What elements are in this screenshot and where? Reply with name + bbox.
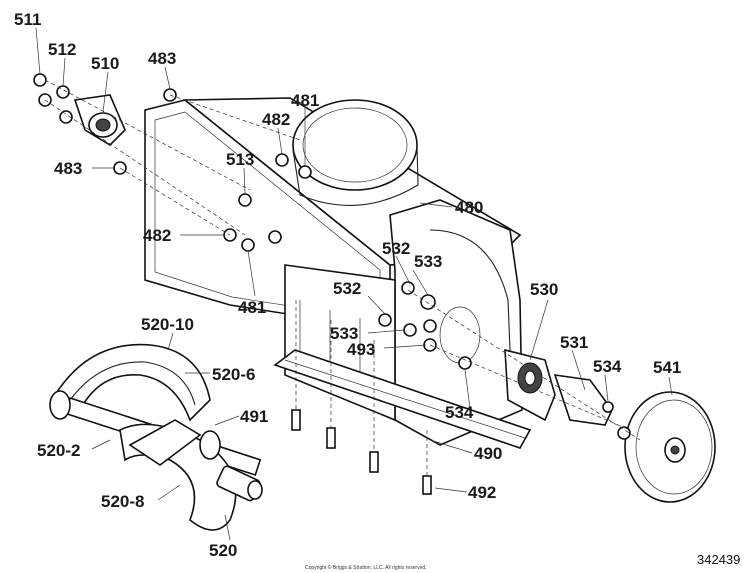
label-510: 510 (91, 54, 119, 73)
label-493: 493 (347, 340, 375, 359)
label-520-8: 520-8 (101, 492, 144, 511)
label-481-top: 481 (291, 91, 319, 110)
label-532-mid: 532 (333, 279, 361, 298)
label-534-lower: 534 (445, 403, 474, 422)
label-491: 491 (240, 407, 268, 426)
alignment-lines (44, 79, 641, 476)
label-534-right: 534 (593, 357, 622, 376)
label-513: 513 (226, 150, 254, 169)
copyright-notice: Copyright © Briggs & Stratton, LLC. All … (305, 564, 427, 571)
scraper-bar-490 (273, 349, 532, 449)
label-520-6: 520-6 (212, 365, 255, 384)
label-490: 490 (474, 444, 502, 463)
label-483-top: 483 (148, 49, 176, 68)
label-533-mid: 533 (330, 324, 358, 343)
label-541: 541 (653, 358, 681, 377)
label-483-side: 483 (54, 159, 82, 178)
part-labels: 511 512 510 483 483 481 482 513 480 482 … (14, 10, 681, 560)
label-533-top: 533 (414, 252, 442, 271)
leader-lines (35, 27, 673, 541)
label-481-side: 481 (238, 298, 266, 317)
label-512: 512 (48, 40, 76, 59)
bracket-510 (73, 94, 126, 147)
label-511: 511 (14, 10, 41, 29)
label-532-top: 532 (382, 239, 410, 258)
label-520-10: 520-10 (141, 315, 194, 334)
bracket-531 (553, 374, 631, 440)
diagram-id: 342439 (697, 552, 740, 567)
label-531: 531 (560, 333, 588, 352)
label-480: 480 (455, 198, 483, 217)
bearing-flange-530 (504, 348, 556, 422)
pulley-541 (624, 391, 716, 503)
auger-assembly-520 (49, 343, 263, 531)
label-482-side: 482 (143, 226, 171, 245)
label-520-2: 520-2 (37, 441, 80, 460)
label-520: 520 (209, 541, 237, 560)
label-530: 530 (530, 280, 558, 299)
housing-480 (144, 97, 523, 446)
label-482-top: 482 (262, 110, 290, 129)
label-492: 492 (468, 483, 496, 502)
